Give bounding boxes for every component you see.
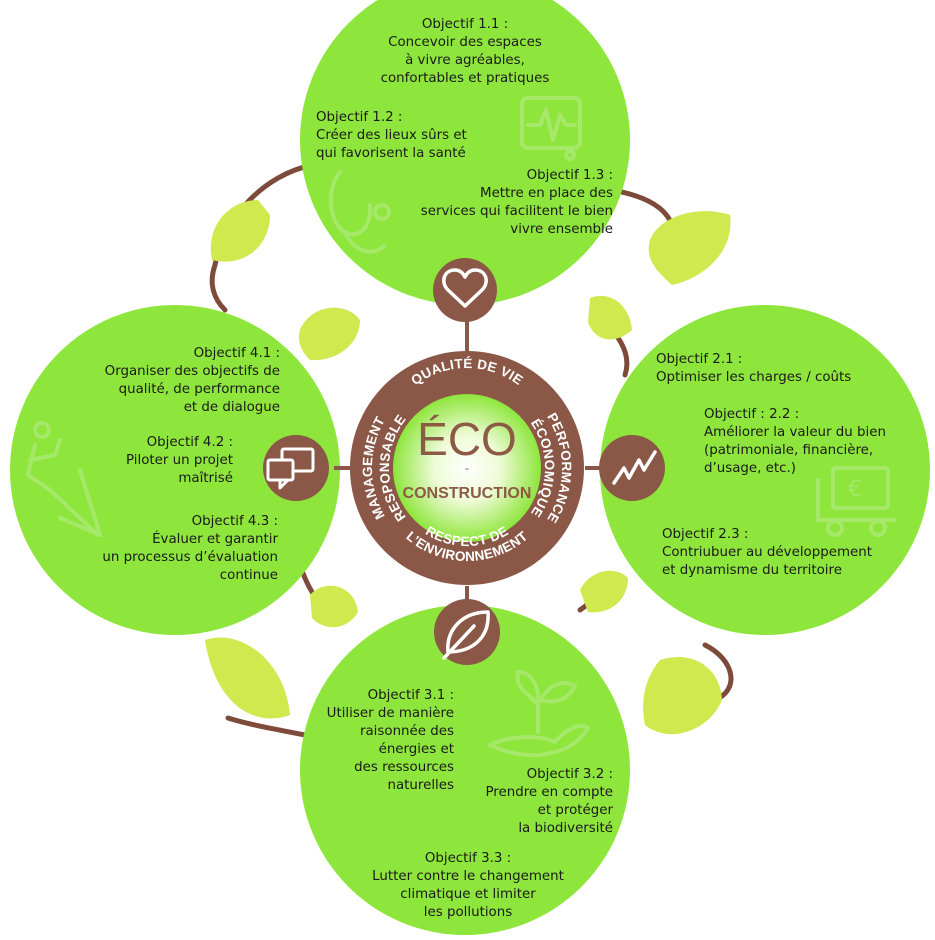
objective-heading: Objectif 2.1 : bbox=[656, 352, 742, 367]
objective-line: confortables et pratiques bbox=[381, 71, 550, 86]
leaf-top-right bbox=[648, 211, 731, 285]
objective-line: maîtrisé bbox=[178, 470, 233, 486]
money-trolley-icon: € bbox=[816, 466, 897, 537]
objective-heading: Objectif 4.1 : bbox=[194, 346, 280, 361]
objective-line: d’usage, etc.) bbox=[704, 461, 796, 476]
objective-line: raisonnée des bbox=[360, 723, 454, 739]
hub-right bbox=[599, 435, 665, 501]
objective-heading: Objectif 3.1 : bbox=[368, 688, 454, 703]
objective-heading: Objectif 4.3 : bbox=[192, 514, 278, 529]
objective-line: Organiser des objectifs de bbox=[105, 364, 280, 379]
objective-line: les pollutions bbox=[424, 905, 512, 920]
objective-1-2: Objectif 1.2 : Créer des lieux sûrs et qui… bbox=[316, 110, 467, 161]
center-hub: ÉCO - CONSTRUCTION QUALITÉ DE VIE RESPEC… bbox=[348, 349, 586, 587]
stem-left-top bbox=[209, 262, 228, 313]
leaf-top-left bbox=[210, 200, 270, 262]
objective-line: Optimiser les charges / coûts bbox=[656, 369, 851, 385]
objective-line: Piloter un projet bbox=[126, 453, 233, 468]
circle-management-responsable bbox=[10, 305, 340, 635]
objective-circles bbox=[10, 0, 930, 935]
trend-line-icon bbox=[612, 450, 657, 485]
objective-heading: Objectif 2.3 : bbox=[662, 527, 748, 542]
chat-bubbles-icon bbox=[266, 447, 315, 490]
objective-line: vivre ensemble bbox=[510, 222, 613, 237]
circle-qualite-de-vie bbox=[300, 0, 630, 305]
runner-arrow-icon bbox=[26, 421, 102, 537]
objective-line: un processus d’évaluation bbox=[102, 549, 278, 565]
objective-line: Utiliser de manière bbox=[327, 705, 454, 721]
eco-dash: - bbox=[465, 461, 469, 475]
leaf-right-upper bbox=[588, 295, 632, 340]
objective-heading: Objectif 3.3 : bbox=[425, 851, 511, 866]
objective-line: Concevoir des espaces bbox=[388, 35, 542, 50]
objective-line: Mettre en place des bbox=[480, 186, 613, 201]
objective-heading: Objectif 1.3 : bbox=[527, 168, 613, 183]
eco-subtitle: CONSTRUCTION bbox=[403, 485, 532, 502]
objective-3-3: Objectif 3.3 : Lutter contre le changemen… bbox=[372, 851, 564, 920]
objective-heading: Objectif 1.1 : bbox=[422, 17, 508, 32]
circle-respect-environnement bbox=[300, 605, 630, 935]
heart-icon bbox=[442, 268, 488, 308]
objective-heading: Objectif : 2.2 : bbox=[704, 407, 799, 422]
objectives-text: Objectif 1.1 : Concevoir des espaces à viv… bbox=[102, 17, 886, 920]
circle-performance-economique bbox=[600, 305, 930, 635]
objective-2-2: Objectif : 2.2 : Améliorer la valeur du b… bbox=[704, 407, 886, 476]
objective-line: Contriubuer au développement bbox=[662, 544, 872, 560]
leaf-right-low bbox=[580, 570, 628, 613]
objective-line: qualité, de performance bbox=[119, 381, 280, 397]
svg-text:€: € bbox=[848, 477, 862, 502]
heart-monitor-icon bbox=[520, 96, 582, 161]
objective-heading: Objectif 3.2 : bbox=[527, 767, 613, 782]
objective-line: naturelles bbox=[387, 778, 454, 793]
hand-plant-icon bbox=[488, 670, 590, 758]
hub-left bbox=[263, 435, 329, 501]
objective-4-1: Objectif 4.1 : Organiser des objectifs de… bbox=[105, 346, 280, 415]
leaf-bottom-right bbox=[643, 656, 722, 735]
objective-line: énergies et bbox=[379, 741, 454, 757]
leaves bbox=[205, 200, 731, 735]
objective-4-3: Objectif 4.3 :Évaluer et garantir un proc… bbox=[102, 514, 278, 583]
objective-3-2: Objectif 3.2 : Prendre en compte et protég… bbox=[485, 767, 613, 836]
objective-line: services qui facilitent le bien bbox=[421, 204, 613, 219]
leaf-bottom-left bbox=[205, 637, 290, 719]
objective-line: Améliorer la valeur du bien bbox=[704, 424, 886, 440]
center-disc bbox=[393, 394, 541, 542]
objective-line: des ressources bbox=[354, 760, 454, 775]
objective-2-3: Objectif 2.3 : Contriubuer au développeme… bbox=[662, 527, 872, 578]
objective-1-1: Objectif 1.1 : Concevoir des espaces à viv… bbox=[381, 17, 550, 86]
objective-line: continue bbox=[220, 568, 278, 583]
stem-top-right bbox=[609, 187, 675, 228]
objective-line: Créer des lieux sûrs et bbox=[316, 127, 467, 143]
leaf-mid-left bbox=[298, 307, 360, 361]
objective-3-1: Objectif 3.1 : Utiliser de manière raisonn… bbox=[327, 688, 454, 793]
objective-heading: Objectif 1.2 : bbox=[316, 110, 402, 125]
objective-line: à vivre agréables, bbox=[405, 52, 525, 68]
hub-bottom bbox=[434, 599, 500, 665]
objective-line: et dynamisme du territoire bbox=[662, 563, 842, 578]
objective-line: Prendre en compte bbox=[485, 785, 613, 800]
objective-line: climatique et limiter bbox=[400, 887, 536, 902]
objective-4-2: Objectif 4.2 : Piloter un projet maîtrisé bbox=[126, 435, 233, 486]
objective-line: et protéger bbox=[538, 802, 614, 818]
stem-left-bottom bbox=[225, 715, 308, 738]
leaf-icon bbox=[442, 610, 490, 660]
objective-line: et de dialogue bbox=[184, 400, 280, 415]
objective-line: (patrimoniale, financière, bbox=[704, 442, 873, 458]
objective-heading: Objectif 4.2 : bbox=[147, 435, 233, 450]
decor-icons: € bbox=[26, 96, 897, 758]
objective-line: Lutter contre le changement bbox=[372, 869, 564, 884]
objective-line: qui favorisent la santé bbox=[316, 145, 466, 161]
objective-1-3: Objectif 1.3 : Mettre en place des service… bbox=[421, 168, 613, 237]
eco-title: ÉCO bbox=[417, 413, 517, 465]
objective-line: la biodiversité bbox=[518, 820, 613, 836]
objective-line: Évaluer et garantir bbox=[152, 529, 278, 547]
hub-top bbox=[433, 258, 497, 322]
leaf-left-low bbox=[310, 585, 358, 628]
stethoscope-icon bbox=[328, 170, 391, 254]
objective-2-1: Objectif 2.1 : Optimiser les charges / co… bbox=[656, 352, 851, 385]
